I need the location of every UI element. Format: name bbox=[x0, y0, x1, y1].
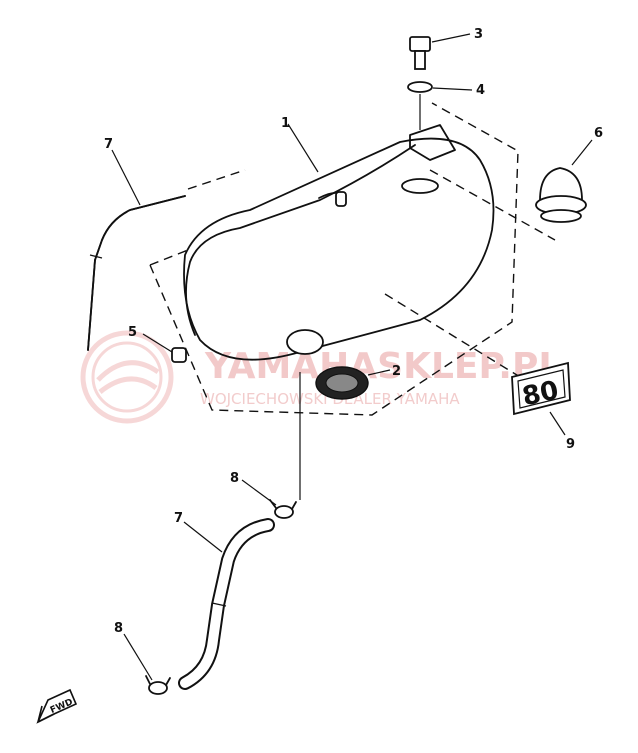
hose-part-7-top bbox=[87, 195, 186, 351]
leader-8-lower bbox=[123, 633, 153, 681]
tank-outline-frame bbox=[149, 102, 519, 416]
cap-part-6 bbox=[535, 167, 587, 223]
callout-7-top: 7 bbox=[104, 137, 113, 152]
leader-5 bbox=[142, 333, 173, 353]
leader-9 bbox=[549, 411, 566, 436]
callout-1: 1 bbox=[281, 116, 290, 131]
callout-7-lower: 7 bbox=[174, 511, 183, 526]
hose-part-7-lower bbox=[178, 518, 275, 690]
callout-8-lower: 8 bbox=[114, 621, 123, 636]
leader-8-upper bbox=[241, 479, 277, 506]
callout-9: 9 bbox=[566, 437, 575, 452]
watermark-sub-text: WOJCIECHOWSKI DEALER YAMAHA bbox=[200, 390, 460, 408]
bolt-part-3 bbox=[409, 36, 431, 70]
oil-tank bbox=[183, 124, 495, 361]
leader-6 bbox=[571, 139, 593, 166]
callout-3: 3 bbox=[474, 27, 483, 42]
callout-4: 4 bbox=[476, 83, 485, 98]
emblem-text: 80 bbox=[520, 376, 562, 413]
leader-7-lower bbox=[183, 521, 223, 553]
callout-5: 5 bbox=[128, 325, 137, 340]
fwd-arrow-icon bbox=[36, 688, 78, 724]
callout-8-upper: 8 bbox=[230, 471, 239, 486]
leader-dash-right bbox=[429, 169, 556, 241]
leader-3 bbox=[431, 33, 471, 43]
callout-2: 2 bbox=[392, 364, 401, 379]
clamp-part-8-lower bbox=[145, 675, 171, 695]
washer-part-4 bbox=[407, 81, 433, 93]
callout-6: 6 bbox=[594, 126, 603, 141]
leader-7-top bbox=[111, 149, 141, 206]
emblem-part-9 bbox=[511, 361, 571, 416]
clamp-part-8-upper bbox=[269, 499, 297, 519]
watermark-logo bbox=[80, 330, 174, 424]
leader-1 bbox=[287, 123, 319, 173]
grommet-part-2 bbox=[315, 366, 369, 400]
leader-4 bbox=[432, 87, 473, 91]
leader-2 bbox=[367, 369, 391, 376]
tank-outlet bbox=[286, 329, 324, 355]
watermark-main-text: YAMAHASKLEP.PL bbox=[204, 346, 561, 387]
clip-part-5 bbox=[171, 347, 187, 363]
